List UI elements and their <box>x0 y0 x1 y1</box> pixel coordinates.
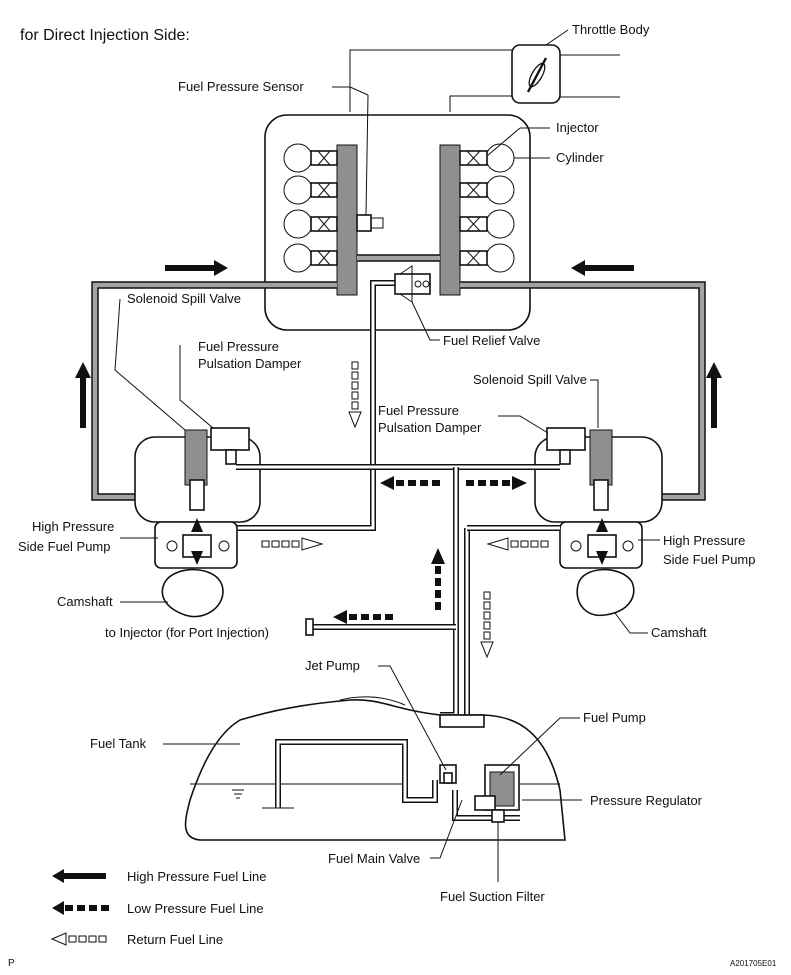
label-solenoid-spill-valve-right: Solenoid Spill Valve <box>473 372 587 387</box>
fuel-pressure-sensor <box>349 86 384 232</box>
label-pressure-regulator: Pressure Regulator <box>590 793 703 808</box>
label-hp-pump-right-1: High Pressure <box>663 533 745 548</box>
fuel-tank <box>184 696 566 841</box>
legend-high-pressure-label: High Pressure Fuel Line <box>127 869 266 884</box>
legend: High Pressure Fuel Line Low Pressure Fue… <box>50 869 266 947</box>
label-to-port-injector: to Injector (for Port Injection) <box>105 625 269 640</box>
label-throttle-body: Throttle Body <box>572 22 650 37</box>
lp-flow-arrows <box>333 476 527 624</box>
label-fuel-main-valve: Fuel Main Valve <box>328 851 420 866</box>
label-jet-pump: Jet Pump <box>305 658 360 673</box>
legend-return-symbol <box>50 932 107 946</box>
diagram-title: for Direct Injection Side: <box>20 27 190 44</box>
fuel-rail-right <box>439 144 461 296</box>
legend-high-pressure-symbol <box>52 869 106 883</box>
engine-block <box>264 114 531 331</box>
label-fuel-tank: Fuel Tank <box>90 736 147 751</box>
label-camshaft-left: Camshaft <box>57 594 113 609</box>
label-injector: Injector <box>556 120 599 135</box>
label-damper-center-2: Pulsation Damper <box>378 420 482 435</box>
corner-mark: P <box>8 958 15 969</box>
label-fuel-relief-valve: Fuel Relief Valve <box>443 333 540 348</box>
label-hp-pump-left-1: High Pressure <box>32 519 114 534</box>
label-fuel-pump: Fuel Pump <box>583 710 646 725</box>
legend-return-label: Return Fuel Line <box>127 932 223 947</box>
label-damper-center-1: Fuel Pressure <box>378 403 459 418</box>
label-damper-left-1: Fuel Pressure <box>198 339 279 354</box>
cylinders-right <box>459 143 515 273</box>
label-solenoid-spill-valve-left: Solenoid Spill Valve <box>127 291 241 306</box>
hp-pump-right <box>534 427 663 569</box>
label-cylinder: Cylinder <box>556 150 604 165</box>
hp-flow-arrows <box>75 260 722 428</box>
label-hp-pump-left-2: Side Fuel Pump <box>18 539 111 554</box>
label-fuel-pressure-sensor: Fuel Pressure Sensor <box>178 79 304 94</box>
legend-low-pressure-label: Low Pressure Fuel Line <box>127 901 264 916</box>
label-camshaft-right: Camshaft <box>651 625 707 640</box>
port-injection-outlet <box>305 618 314 636</box>
label-hp-pump-right-2: Side Fuel Pump <box>663 552 756 567</box>
fuel-relief-valve <box>160 265 431 531</box>
label-damper-left-2: Pulsation Damper <box>198 356 302 371</box>
fuel-rail-left <box>336 144 358 296</box>
figure-code: A201705E01 <box>730 959 777 968</box>
throttle-body <box>349 44 620 112</box>
camshaft-right <box>576 568 635 617</box>
cylinders-left <box>283 143 338 273</box>
legend-low-pressure-symbol <box>52 901 109 915</box>
hp-pump-left <box>134 427 261 569</box>
return-flow-arrows <box>261 361 549 659</box>
label-fuel-suction-filter: Fuel Suction Filter <box>440 889 545 904</box>
camshaft-left <box>161 568 224 618</box>
leader-lines <box>114 29 660 882</box>
